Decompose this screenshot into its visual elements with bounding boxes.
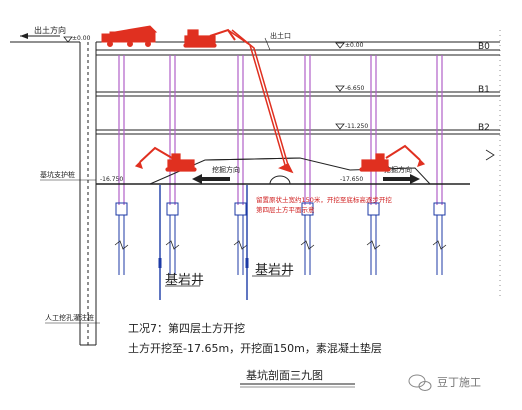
slope-label-right: 挖掘方向 bbox=[384, 165, 412, 174]
condition-line-1: 工况7：第四层土方开挖 bbox=[128, 321, 245, 335]
level-b2-elevation: -11.250 bbox=[345, 123, 368, 130]
excavator-icon-right bbox=[359, 144, 426, 172]
level-b0-elevation: ±0.00 bbox=[345, 42, 364, 49]
excavator-icon-top bbox=[183, 28, 236, 48]
level-b2-label: B2 bbox=[478, 123, 490, 133]
section-title: 基坑剖面三九图 bbox=[246, 368, 323, 382]
rock-wells bbox=[159, 185, 248, 300]
elevation-markers: ±0.00 ±0.00 -6.650 -11.250 -16.750 -17.6… bbox=[63, 35, 368, 183]
level-b1-label: B1 bbox=[478, 85, 490, 95]
condition-line-2: 土方开挖至-17.65m，开挖面150m，素混凝土垫层 bbox=[128, 341, 382, 355]
rock-well-label-1: 基岩井 bbox=[165, 273, 204, 288]
dump-truck-icon bbox=[101, 25, 158, 47]
out-direction-arrow bbox=[20, 33, 28, 39]
wechat-bubble-icon bbox=[408, 374, 432, 391]
top-elevation: ±0.00 bbox=[72, 35, 91, 42]
level-b3-elevation: -16.750 bbox=[100, 176, 123, 183]
floor-slabs bbox=[96, 49, 500, 135]
out-opening-label: 出土口 bbox=[270, 31, 291, 40]
piles bbox=[115, 202, 446, 275]
out-direction-label: 出土方向 bbox=[34, 25, 66, 35]
slope-label-left: 挖掘方向 bbox=[212, 165, 240, 174]
bottom-wall-label: 人工挖孔灌注桩 bbox=[45, 313, 94, 322]
level-b1-elevation: -6.650 bbox=[345, 85, 365, 92]
watermark-text: 豆丁施工 bbox=[437, 376, 481, 389]
excavator-icon-long-arm bbox=[227, 29, 294, 174]
left-retaining-wall bbox=[79, 42, 97, 346]
side-wall-label: 基坑支护桩 bbox=[40, 170, 75, 179]
rock-well-label-2: 基岩井 bbox=[255, 263, 294, 278]
pit-excavator-bucket bbox=[269, 175, 291, 185]
columns bbox=[118, 55, 443, 205]
soil-berm bbox=[149, 157, 431, 185]
pile-break-marks bbox=[114, 240, 447, 250]
note-line-1: 留置原状土宽约150米，开挖至底标高逐步开挖 bbox=[256, 195, 392, 204]
level-b0-label: B0 bbox=[478, 42, 490, 52]
level-b4-elevation: -17.650 bbox=[340, 176, 363, 183]
excavator-icon-left bbox=[134, 146, 197, 172]
right-break-line bbox=[485, 149, 495, 161]
excavation-arrows bbox=[192, 174, 420, 184]
note-line-2: 第四层土方平面示意 bbox=[256, 205, 315, 214]
